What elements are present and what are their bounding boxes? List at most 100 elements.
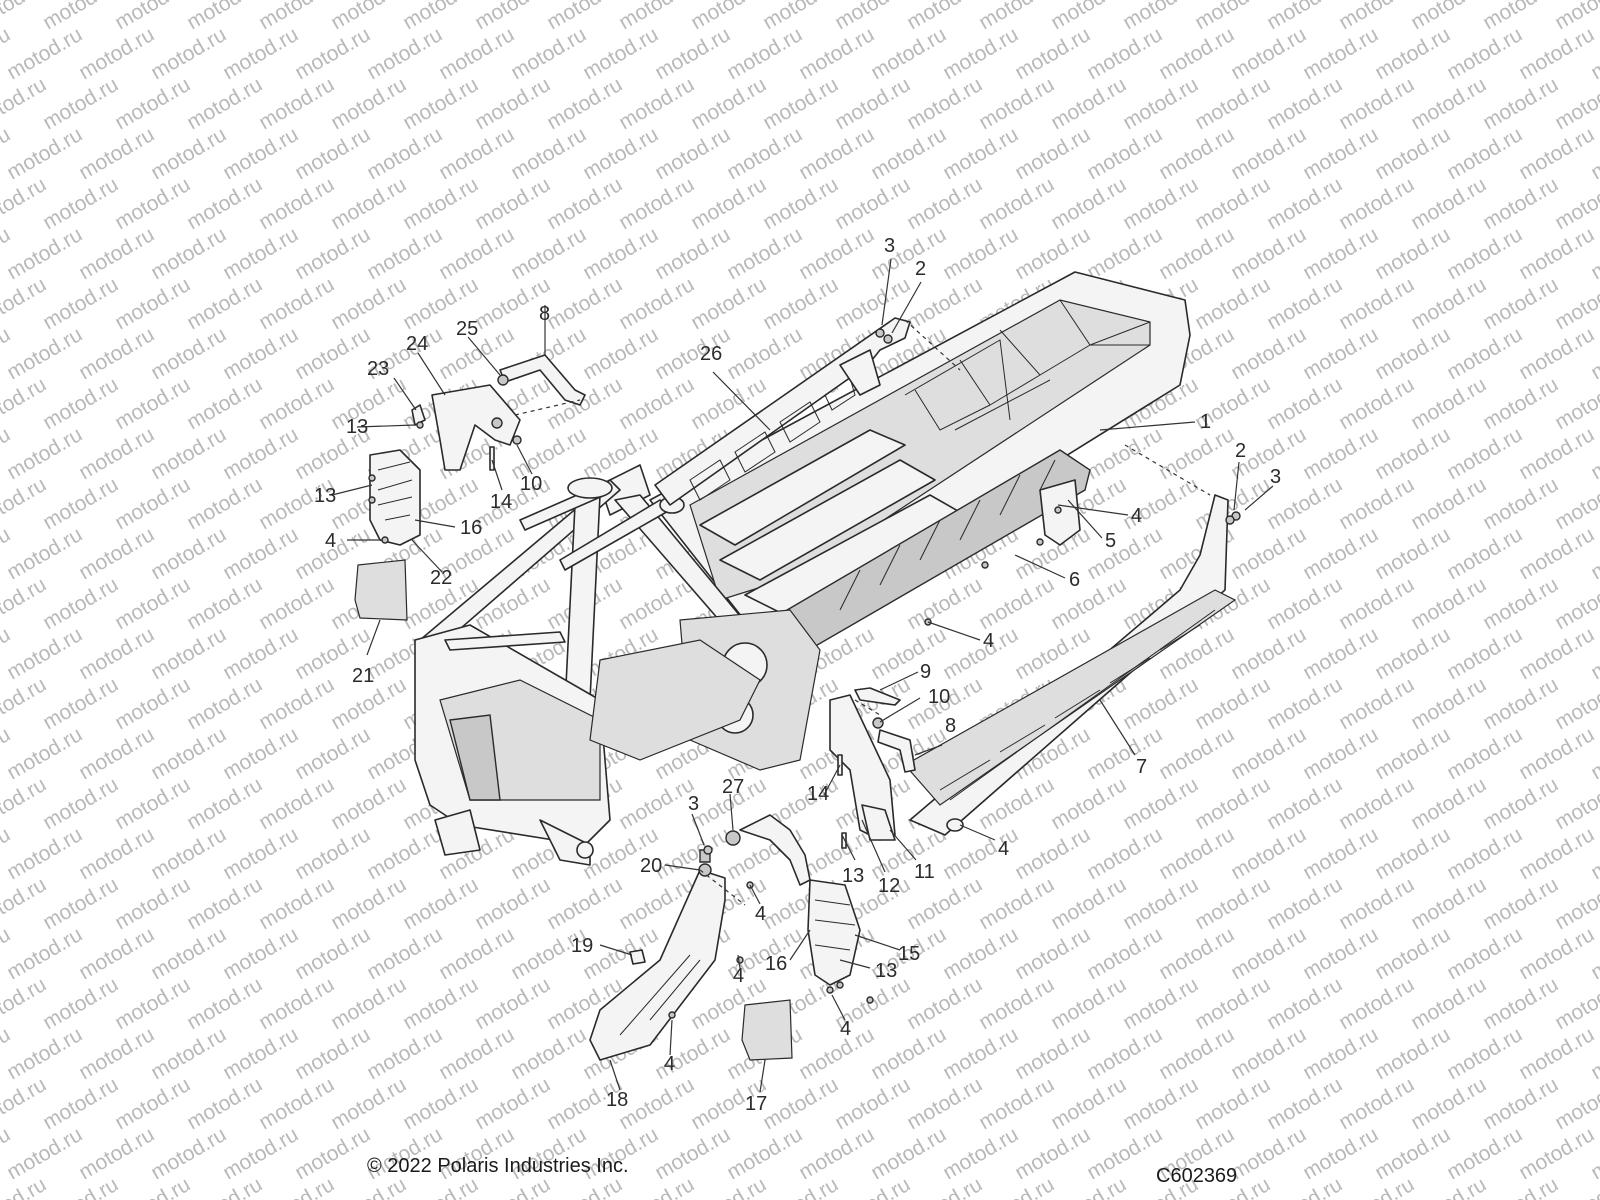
watermark-text: motod.ru xyxy=(903,1173,986,1200)
watermark-text: motod.ru xyxy=(327,273,410,334)
watermark-text: motod.ru xyxy=(1479,973,1562,1034)
watermark-text: motod.ru xyxy=(1371,423,1454,484)
watermark-text: motod.ru xyxy=(39,373,122,434)
watermark-text: motod.ru xyxy=(1119,873,1202,934)
watermark-text: motod.ru xyxy=(831,73,914,134)
callout-13: 13 xyxy=(314,485,336,507)
watermark-text: motod.ru xyxy=(579,323,662,384)
watermark-text: motod.ru xyxy=(75,423,158,484)
watermark-text: motod.ru xyxy=(1119,1073,1202,1134)
watermark-text: motod.ru xyxy=(1191,73,1274,134)
watermark-text: motod.ru xyxy=(0,1073,50,1134)
watermark-text: motod.ru xyxy=(651,23,734,84)
watermark-text: motod.ru xyxy=(1551,973,1600,1034)
watermark-text: motod.ru xyxy=(471,1173,554,1200)
watermark-text: motod.ru xyxy=(543,1173,626,1200)
watermark-text: motod.ru xyxy=(255,573,338,634)
watermark-text: motod.ru xyxy=(219,23,302,84)
watermark-text: motod.ru xyxy=(1371,123,1454,184)
watermark-text: motod.ru xyxy=(1551,273,1600,334)
watermark-text: motod.ru xyxy=(1227,123,1310,184)
watermark-text: motod.ru xyxy=(0,773,50,834)
callout-8: 8 xyxy=(539,303,550,325)
watermark-text: motod.ru xyxy=(687,0,770,34)
watermark-text: motod.ru xyxy=(1191,273,1274,334)
watermark-text: motod.ru xyxy=(1155,923,1238,984)
watermark-text: motod.ru xyxy=(399,173,482,234)
watermark-text: motod.ru xyxy=(111,473,194,534)
watermark-text: motod.ru xyxy=(615,73,698,134)
watermark-text: motod.ru xyxy=(147,423,230,484)
watermark-text: motod.ru xyxy=(1515,1023,1598,1084)
watermark-text: motod.ru xyxy=(903,0,986,34)
watermark-text: motod.ru xyxy=(3,823,86,884)
watermark-text: motod.ru xyxy=(1551,773,1600,834)
watermark-text: motod.ru xyxy=(1119,773,1202,834)
watermark-text: motod.ru xyxy=(1299,623,1382,684)
watermark-text: motod.ru xyxy=(1047,1073,1130,1134)
watermark-text: motod.ru xyxy=(1515,223,1598,284)
watermark-text: motod.ru xyxy=(327,773,410,834)
watermark-text: motod.ru xyxy=(615,773,698,834)
watermark-text: motod.ru xyxy=(183,173,266,234)
watermark-text: motod.ru xyxy=(399,73,482,134)
watermark-text: motod.ru xyxy=(1551,573,1600,634)
callout-4: 4 xyxy=(998,838,1009,860)
watermark-text: motod.ru xyxy=(3,223,86,284)
watermark-text: motod.ru xyxy=(363,923,446,984)
callout-4: 4 xyxy=(755,903,766,925)
callout-8: 8 xyxy=(945,715,956,737)
watermark-text: motod.ru xyxy=(1191,1073,1274,1134)
watermark-text: motod.ru xyxy=(1551,473,1600,534)
watermark-text: motod.ru xyxy=(759,173,842,234)
watermark-text: motod.ru xyxy=(1263,1073,1346,1134)
watermark-text: motod.ru xyxy=(75,723,158,784)
watermark-text: motod.ru xyxy=(111,373,194,434)
watermark-text: motod.ru xyxy=(435,923,518,984)
watermark-text: motod.ru xyxy=(867,223,950,284)
right-center-brackets xyxy=(829,687,916,849)
watermark-text: motod.ru xyxy=(1299,123,1382,184)
watermark-text: motod.ru xyxy=(1299,523,1382,584)
watermark-text: motod.ru xyxy=(327,1173,410,1200)
watermark-text: motod.ru xyxy=(327,1073,410,1134)
watermark-text: motod.ru xyxy=(723,23,806,84)
watermark-text: motod.ru xyxy=(471,0,554,34)
fasteners xyxy=(368,328,1241,1019)
watermark-text: motod.ru xyxy=(183,1173,266,1200)
watermark-text: motod.ru xyxy=(1299,923,1382,984)
watermark-text: motod.ru xyxy=(723,223,806,284)
watermark-text: motod.ru xyxy=(75,123,158,184)
watermark-text: motod.ru xyxy=(867,1023,950,1084)
watermark-text: motod.ru xyxy=(39,973,122,1034)
watermark-text: motod.ru xyxy=(1191,673,1274,734)
watermark-text: motod.ru xyxy=(1191,773,1274,834)
watermark-text: motod.ru xyxy=(867,623,950,684)
watermark-text: motod.ru xyxy=(1371,723,1454,784)
watermark-text: motod.ru xyxy=(1443,723,1526,784)
watermark-text: motod.ru xyxy=(1335,73,1418,134)
watermark-text: motod.ru xyxy=(255,0,338,34)
watermark-text: motod.ru xyxy=(39,473,122,534)
watermark-text: motod.ru xyxy=(291,1123,374,1184)
watermark-text: motod.ru xyxy=(1191,0,1274,34)
watermark-text: motod.ru xyxy=(1155,823,1238,884)
watermark-text: motod.ru xyxy=(1047,973,1130,1034)
watermark-text: motod.ru xyxy=(1407,1073,1490,1134)
watermark-text: motod.ru xyxy=(831,1173,914,1200)
watermark-text: motod.ru xyxy=(39,673,122,734)
watermark-text: motod.ru xyxy=(1515,623,1598,684)
callout-16: 16 xyxy=(765,953,787,975)
callout-20: 20 xyxy=(640,855,662,877)
watermark-text: motod.ru xyxy=(0,73,50,134)
watermark-text: motod.ru xyxy=(75,623,158,684)
watermark-text: motod.ru xyxy=(687,1173,770,1200)
watermark-text: motod.ru xyxy=(1011,1123,1094,1184)
watermark-text: motod.ru xyxy=(1335,673,1418,734)
watermark-text: motod.ru xyxy=(1407,573,1490,634)
watermark-text: motod.ru xyxy=(0,173,50,234)
watermark-text: motod.ru xyxy=(759,0,842,34)
watermark-text: motod.ru xyxy=(1263,673,1346,734)
watermark-text: motod.ru xyxy=(1407,273,1490,334)
watermark-text: motod.ru xyxy=(615,273,698,334)
